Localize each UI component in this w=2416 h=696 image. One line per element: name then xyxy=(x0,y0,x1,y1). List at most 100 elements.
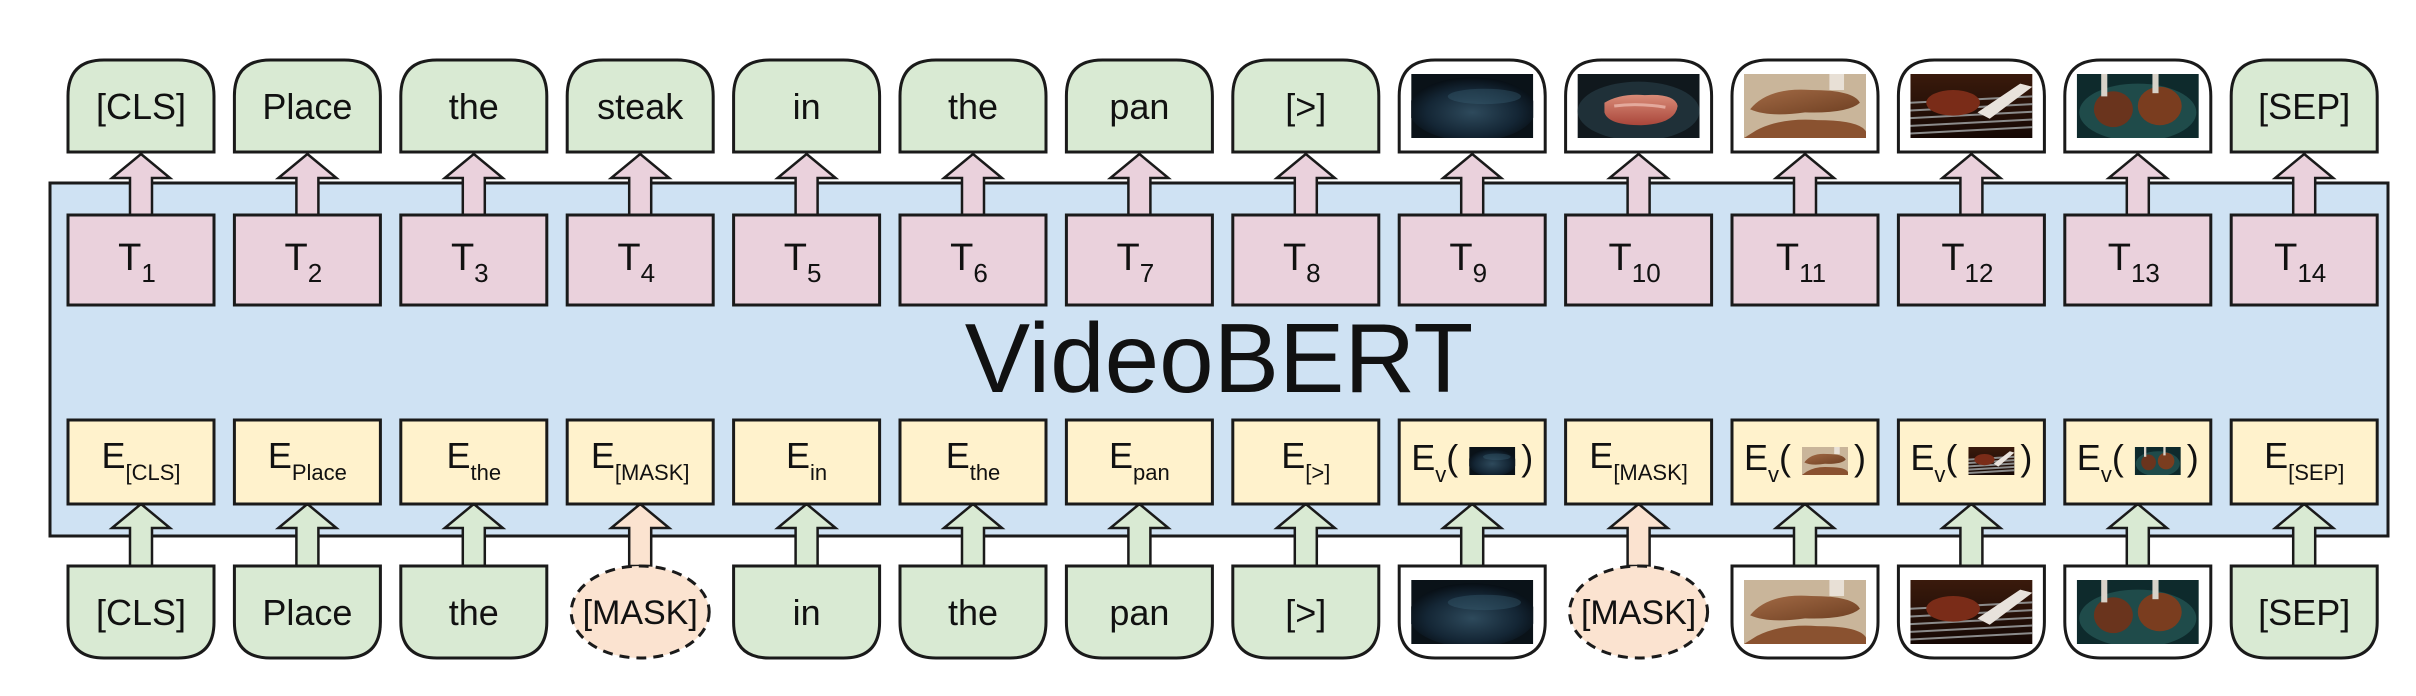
transformer-output-label-main: T xyxy=(2108,237,2131,279)
output-token-box xyxy=(565,58,715,154)
transformer-output-label: T9 xyxy=(1449,237,1487,288)
embedding-box xyxy=(2229,418,2379,506)
video-embedding-label: Ev() xyxy=(1910,437,2032,487)
input-token-box xyxy=(1064,564,1214,660)
embedding-label-main: E xyxy=(446,435,470,476)
transformer-output-label-sub: 7 xyxy=(1140,258,1154,288)
embedding-paren-close: ) xyxy=(2187,437,2199,478)
transformer-output-label: T8 xyxy=(1283,237,1321,288)
video-embedding-label: Ev() xyxy=(1744,437,1866,487)
input-token-label: Place xyxy=(262,592,352,633)
videobert-title: VideoBERT xyxy=(965,303,1473,413)
transformer-output-label: T4 xyxy=(617,237,655,288)
input-token-label: the xyxy=(449,592,499,633)
transformer-output-label-sub: 11 xyxy=(1799,258,1826,288)
transformer-output-box xyxy=(66,213,216,307)
embedding-label-main: E xyxy=(268,435,292,476)
output-token-label: pan xyxy=(1109,86,1169,127)
steaks-seasoned-scene xyxy=(1744,580,1866,644)
steak-on-grill-scene xyxy=(1968,447,2015,475)
input-video-frame-steaks-cooking xyxy=(2063,564,2213,660)
embedding-label: Ev( xyxy=(1411,437,1458,487)
embedding-label-sub: [CLS] xyxy=(125,460,180,485)
output-video-frame-steak-on-grill xyxy=(1896,58,2046,154)
output-token-box xyxy=(2229,58,2379,154)
transformer-output-label-main: T xyxy=(950,237,973,279)
output-token-box xyxy=(1231,58,1381,154)
masked-input-token-label: [MASK] xyxy=(1581,594,1696,632)
transformer-output-label-sub: 8 xyxy=(1306,258,1320,288)
transformer-output-box xyxy=(1397,213,1547,307)
embedding-label: E[>] xyxy=(1281,435,1330,485)
output-token-label: in xyxy=(793,86,821,127)
input-token-box xyxy=(66,564,216,660)
input-token-box xyxy=(399,564,549,660)
transformer-output-label: T3 xyxy=(451,237,489,288)
embedding-label-sub: pan xyxy=(1133,460,1170,485)
output-video-frame-steak-in-pan xyxy=(1564,58,1714,154)
video-embedding-label: Ev() xyxy=(2077,437,2199,487)
transformer-output-label-main: T xyxy=(1609,237,1632,279)
embedding-label-sub: the xyxy=(471,460,502,485)
input-video-frame-empty-pan xyxy=(1397,564,1547,660)
steaks-cooking-scene xyxy=(2076,580,2199,644)
transformer-output-label: T11 xyxy=(1776,237,1826,288)
transformer-output-label-sub: 14 xyxy=(2297,258,2326,288)
output-token-box xyxy=(66,58,216,154)
embedding-label: Ethe xyxy=(446,435,501,485)
transformer-output-box xyxy=(399,213,549,307)
embedding-label-sub: [MASK] xyxy=(615,460,690,485)
output-video-frame-steaks-seasoned xyxy=(1730,58,1880,154)
transformer-output-box xyxy=(2063,213,2213,307)
output-token-label: the xyxy=(449,86,499,127)
transformer-output-label-main: T xyxy=(451,237,474,279)
embedding-label: E[MASK] xyxy=(1589,435,1688,485)
transformer-output-label-main: T xyxy=(784,237,807,279)
transformer-output-box xyxy=(2229,213,2379,307)
embedding-box xyxy=(565,418,715,506)
embedding-label: Ev( xyxy=(1744,437,1791,487)
embedding-paren-close: ) xyxy=(1854,437,1866,478)
transformer-output-box xyxy=(1564,213,1714,307)
transformer-output-label-sub: 2 xyxy=(308,258,322,288)
embedding-label: E[CLS] xyxy=(101,435,180,485)
embedding-label: E[SEP] xyxy=(2264,435,2344,485)
embedding-label-main: E xyxy=(786,435,810,476)
input-token-label: [>] xyxy=(1285,592,1326,633)
transformer-output-box xyxy=(1896,213,2046,307)
output-token-box xyxy=(898,58,1048,154)
output-token-box xyxy=(399,58,549,154)
transformer-output-label-main: T xyxy=(1449,237,1472,279)
embedding-label-sub: Place xyxy=(292,460,347,485)
embedding-label-main: E xyxy=(101,435,125,476)
input-token-box xyxy=(1231,564,1381,660)
output-token-label: [>] xyxy=(1285,86,1326,127)
input-video-frame-steak-on-grill xyxy=(1896,564,2046,660)
transformer-output-box xyxy=(732,213,882,307)
transformer-output-label-sub: 9 xyxy=(1473,258,1487,288)
input-token-label: pan xyxy=(1109,592,1169,633)
empty-pan-scene xyxy=(1469,447,1516,475)
transformer-output-label-main: T xyxy=(118,237,141,279)
transformer-output-label-main: T xyxy=(1117,237,1140,279)
transformer-output-box xyxy=(1730,213,1880,307)
input-video-frame-steaks-seasoned xyxy=(1730,564,1880,660)
token-columns: [CLS]T1E[CLS][CLS]PlaceT2EPlacePlacetheT… xyxy=(66,58,2379,660)
steaks-cooking-scene xyxy=(2076,74,2199,138)
input-token-box xyxy=(732,564,882,660)
input-token-box xyxy=(898,564,1048,660)
transformer-output-label-main: T xyxy=(285,237,308,279)
steak-on-grill-scene xyxy=(1910,74,2033,138)
input-token-label: [SEP] xyxy=(2258,592,2350,633)
embedding-label: Ev( xyxy=(2077,437,2124,487)
embedding-box xyxy=(232,418,382,506)
input-token-label: [CLS] xyxy=(96,592,186,633)
